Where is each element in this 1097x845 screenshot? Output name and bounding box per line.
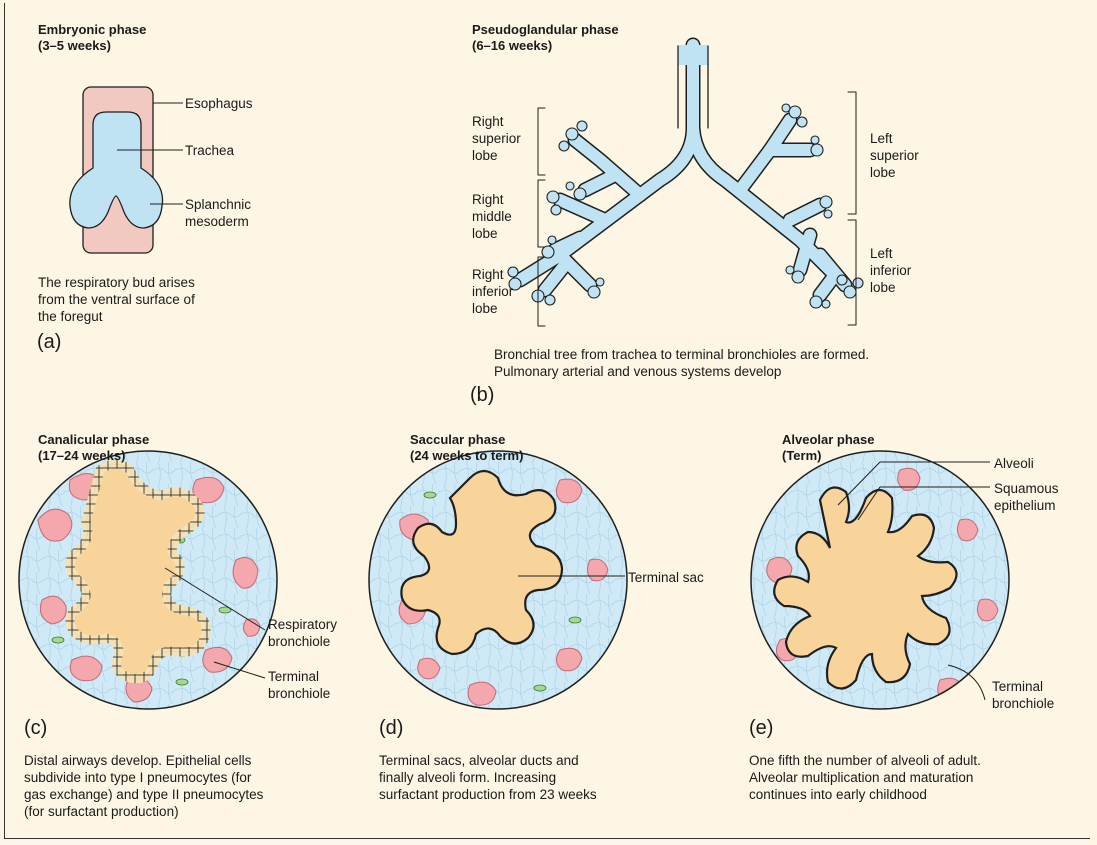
panel-b-letter: (b) [470,384,494,406]
left-inferior-lobe-label: Left inferior lobe [870,245,911,296]
panel-c-title: Canalicular phase (17–24 weeks) [38,432,149,464]
terminal-bronchiole-label-c: Terminal bronchiole [268,668,330,702]
alveolar-section-illustration [751,451,1009,720]
saccular-section-illustration [369,451,627,709]
panel-b-caption: Bronchial tree from trachea to terminal … [494,346,869,380]
panel-a-letter: (a) [37,331,61,353]
right-middle-lobe-label: Right middle lobe [472,191,512,242]
respiratory-bronchiole-label: Respiratory bronchiole [268,616,337,650]
left-superior-lobe-label: Left superior lobe [870,130,919,181]
panel-b-title: Pseudoglandular phase (6–16 weeks) [472,22,619,54]
panel-a-caption: The respiratory bud arises from the vent… [38,274,195,325]
bronchial-tree-illustration [508,45,863,326]
panel-d-caption: Terminal sacs, alveolar ducts and finall… [379,752,597,803]
panel-c-letter: (c) [24,717,47,739]
canalicular-section-illustration [19,451,277,709]
esophagus-label: Esophagus [185,95,253,112]
splanchnic-mesoderm-label: Splanchnic mesoderm [185,196,251,230]
right-superior-lobe-label: Right superior lobe [472,113,521,164]
panel-c-caption: Distal airways develop. Epithelial cells… [24,752,263,820]
panel-d-letter: (d) [379,717,403,739]
trachea-label: Trachea [185,142,234,159]
panel-e-letter: (e) [749,717,773,739]
terminal-bronchiole-label-e: Terminal bronchiole [992,678,1054,712]
panel-a-title: Embryonic phase (3–5 weeks) [38,22,146,54]
panel-d-title: Saccular phase (24 weeks to term) [410,432,523,464]
panel-e-title: Alveolar phase (Term) [782,432,875,464]
right-inferior-lobe-label: Right inferior lobe [472,266,513,317]
squamous-epithelium-label: Squamous epithelium [994,480,1059,514]
panel-e-caption: One fifth the number of alveoli of adult… [749,752,981,803]
alveoli-label: Alveoli [994,455,1034,472]
embryonic-bud-illustration [70,87,183,253]
terminal-sac-label: Terminal sac [628,569,704,586]
